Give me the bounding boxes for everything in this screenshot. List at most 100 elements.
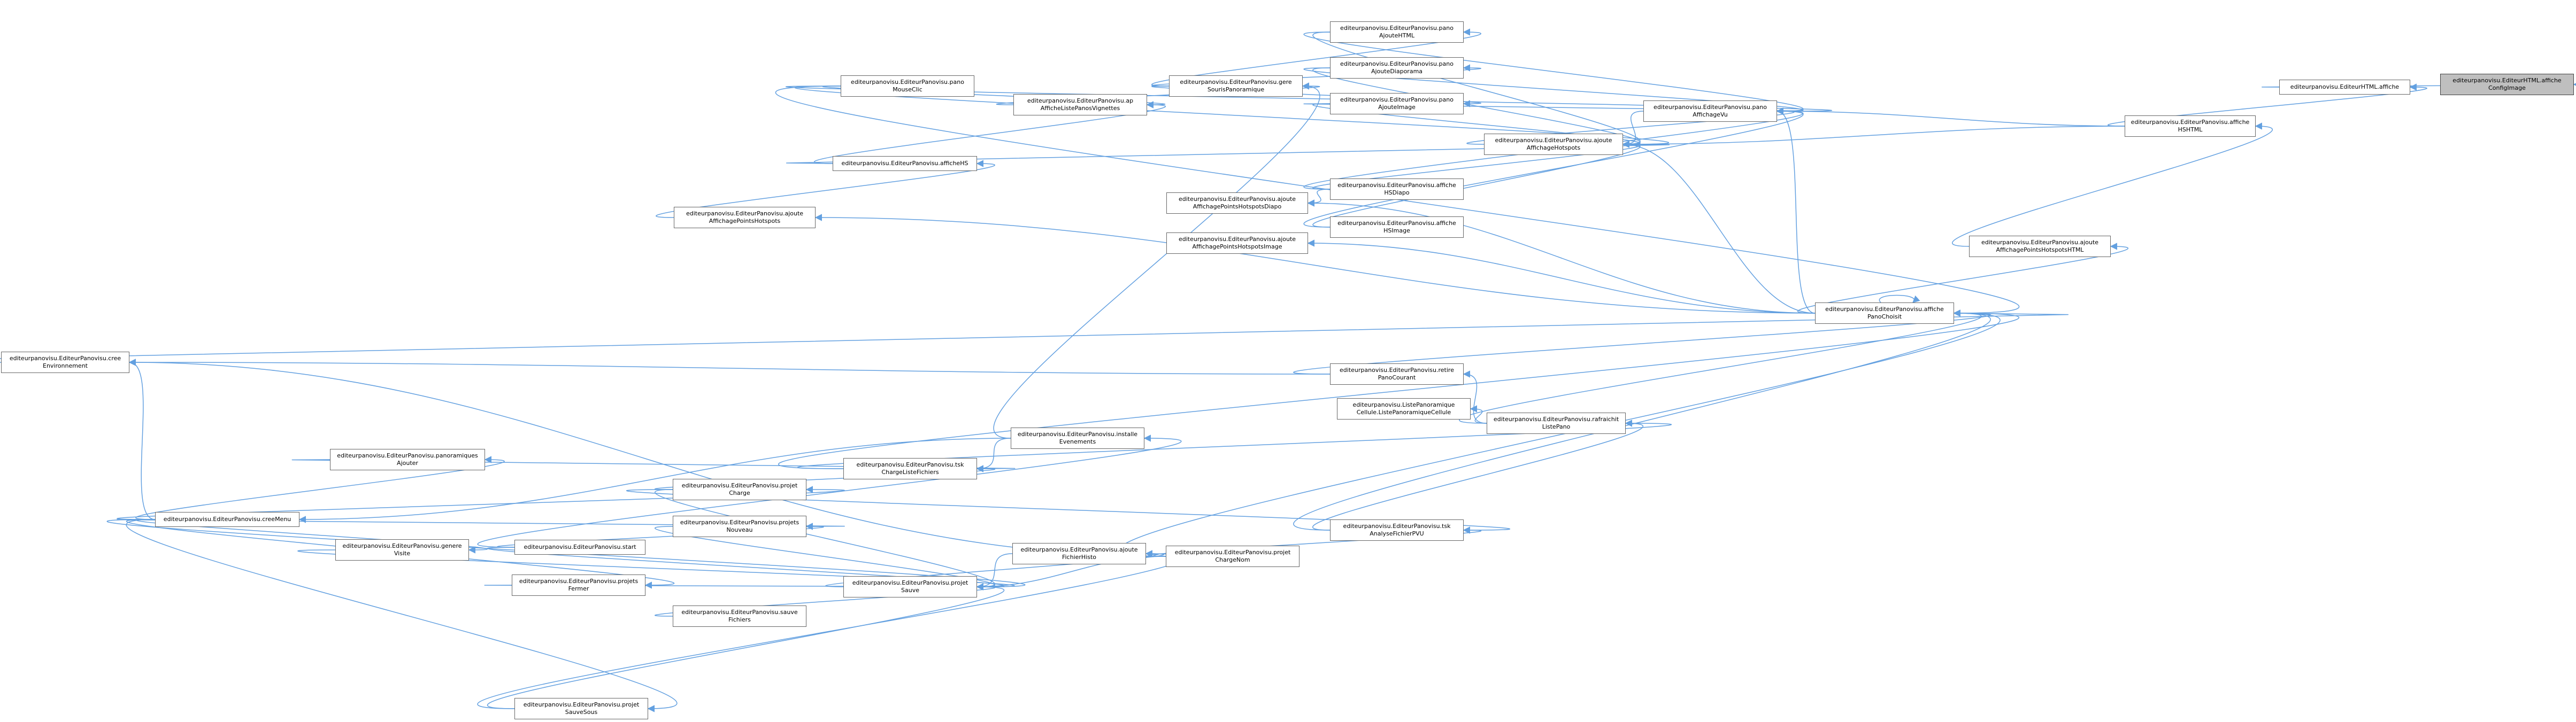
node-label-line1: editeurpanovisu.EditeurPanovisu.ap	[1027, 97, 1134, 104]
call-edge	[1307, 189, 1331, 207]
node-label-line2: AffichageHotspots	[1526, 144, 1581, 151]
node-label-line1: editeurpanovisu.EditeurPanovisu.tsk	[856, 461, 964, 468]
call-edge	[1307, 239, 1816, 314]
call-edge	[655, 583, 995, 617]
node-label-line1: editeurpanovisu.EditeurPanovisu.projets	[680, 519, 799, 526]
node-label-line2: Visite	[394, 550, 411, 557]
call-edge	[117, 486, 845, 520]
call-edge	[1119, 309, 2001, 557]
node-label-line1: editeurpanovisu.EditeurPanovisu.ajoute	[1178, 196, 1296, 203]
node-label-line1: editeurpanovisu.EditeurPanovisu.projet	[852, 579, 968, 586]
graph-node-panoajouter[interactable]: editeurpanovisu.EditeurPanovisu.panorami…	[330, 449, 485, 470]
node-label-line1: editeurpanovisu.EditeurPanovisu.ajoute	[1981, 239, 2099, 246]
node-label-line1: editeurpanovisu.EditeurPanovisu.ajoute	[1495, 137, 1612, 144]
call-edge	[976, 438, 1011, 472]
node-label-line2: Fichiers	[728, 616, 751, 623]
node-label-line2: Cellule.ListePanoramiqueCellule	[1356, 409, 1451, 416]
call-edge	[1879, 294, 1920, 303]
node-label-line2: ChargeListeFichiers	[881, 469, 939, 476]
node-label-line2: Charge	[729, 490, 750, 496]
node-label-line2: HSDiapo	[1384, 189, 1410, 196]
call-edge	[1466, 107, 1795, 145]
call-edge	[976, 553, 1013, 591]
call-edge	[626, 489, 1510, 534]
graph-node-creemenu[interactable]: editeurpanovisu.EditeurPanovisu.creeMenu	[155, 512, 299, 527]
call-edge	[1151, 64, 1481, 87]
call-edge	[1312, 141, 1641, 190]
call-edge	[1312, 32, 1641, 148]
graph-node-edithtml[interactable]: editeurpanovisu.EditeurHTML.affiche	[2279, 80, 2410, 95]
call-edge	[993, 82, 1320, 439]
graph-node-rafraichit[interactable]: editeurpanovisu.EditeurPanovisu.rafraich…	[1487, 413, 1626, 434]
call-edge	[484, 583, 1005, 591]
call-edge	[1312, 420, 1644, 531]
node-label-line2: AffichagePointsHotspotsImage	[1192, 243, 1282, 250]
node-label-line1: editeurpanovisu.EditeurPanovisu.affiche	[1825, 306, 1944, 313]
call-edge	[813, 101, 1166, 164]
call-edge	[1303, 32, 1804, 115]
node-label-line1: editeurpanovisu.EditeurPanovisu.gere	[1180, 79, 1292, 86]
call-edge	[135, 456, 505, 520]
node-label-line1: editeurpanovisu.EditeurPanovisu.pano	[1340, 25, 1454, 32]
node-label-line1: editeurpanovisu.EditeurPanovisu.creeMenu	[163, 516, 291, 523]
node-label-line1: editeurpanovisu.EditeurPanovisu.start	[524, 544, 636, 550]
node-label-line1: editeurpanovisu.EditeurPanovisu.affiche	[1337, 182, 1456, 189]
node-label-line1: editeurpanovisu.EditeurHTML.affiche	[2452, 77, 2562, 84]
call-edge	[128, 359, 1331, 375]
graph-node-installe[interactable]: editeurpanovisu.EditeurPanovisu.installe…	[1011, 428, 1144, 449]
node-label-line2: ChargeNom	[1215, 556, 1250, 563]
node-label-line2: AfficheListePanosVignettes	[1040, 105, 1120, 112]
call-edge	[794, 86, 1670, 148]
graph-node-start[interactable]: editeurpanovisu.EditeurPanovisu.start	[514, 540, 645, 555]
call-edge	[1151, 86, 1481, 107]
call-edge	[786, 86, 1832, 115]
node-label-line2: AffichagePointsHotspots	[709, 218, 781, 224]
call-edge	[291, 459, 1016, 472]
node-label-line1: editeurpanovisu.EditeurPanovisu.sauve	[681, 609, 798, 616]
node-label-line1: editeurpanovisu.ListePanoramique	[1352, 401, 1455, 408]
call-edge	[656, 160, 995, 218]
node-label-line2: AnalyseFichierPVU	[1370, 530, 1424, 537]
node-label-line2: Nouveau	[726, 526, 753, 533]
node-label-line2: AffichagePointsHotspotsHTML	[1996, 246, 2084, 253]
node-label-line1: editeurpanovisu.EditeurPanovisu.pano	[1340, 96, 1454, 103]
node-label-line1: editeurpanovisu.EditeurPanovisu.affiche	[2131, 119, 2250, 126]
call-edge	[1776, 107, 1816, 314]
graph-node-affichehs[interactable]: editeurpanovisu.EditeurPanovisu.afficheH…	[833, 156, 977, 171]
node-label-line2: HSImage	[1383, 227, 1410, 234]
call-edge	[2108, 83, 2427, 127]
node-label-line2: Fermer	[568, 585, 589, 592]
